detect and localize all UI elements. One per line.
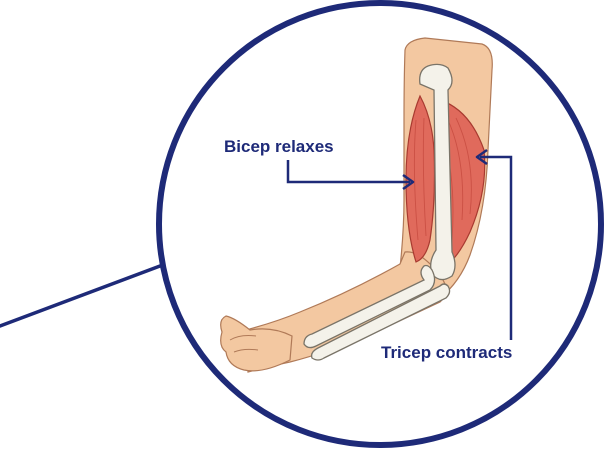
humerus-bone: [419, 63, 456, 281]
tricep-pointer: [480, 155, 513, 340]
tricep-arrowhead: [475, 148, 488, 166]
callout-pointer-line: [0, 264, 162, 328]
radius-bone: [303, 264, 436, 349]
magnifier-circle: [156, 0, 604, 448]
hand-knuckle-line: [229, 335, 259, 353]
bicep-arrowhead: [402, 173, 415, 191]
bicep-pointer: [286, 160, 410, 184]
tricep-label: Tricep contracts: [381, 343, 513, 362]
bicep-muscle: [405, 94, 436, 263]
bicep-label: Bicep relaxes: [224, 137, 334, 156]
arm-illustration: [220, 37, 493, 373]
ulna-bone: [310, 283, 451, 361]
hand: [220, 315, 293, 372]
bicep-muscle-striations: [413, 117, 427, 241]
